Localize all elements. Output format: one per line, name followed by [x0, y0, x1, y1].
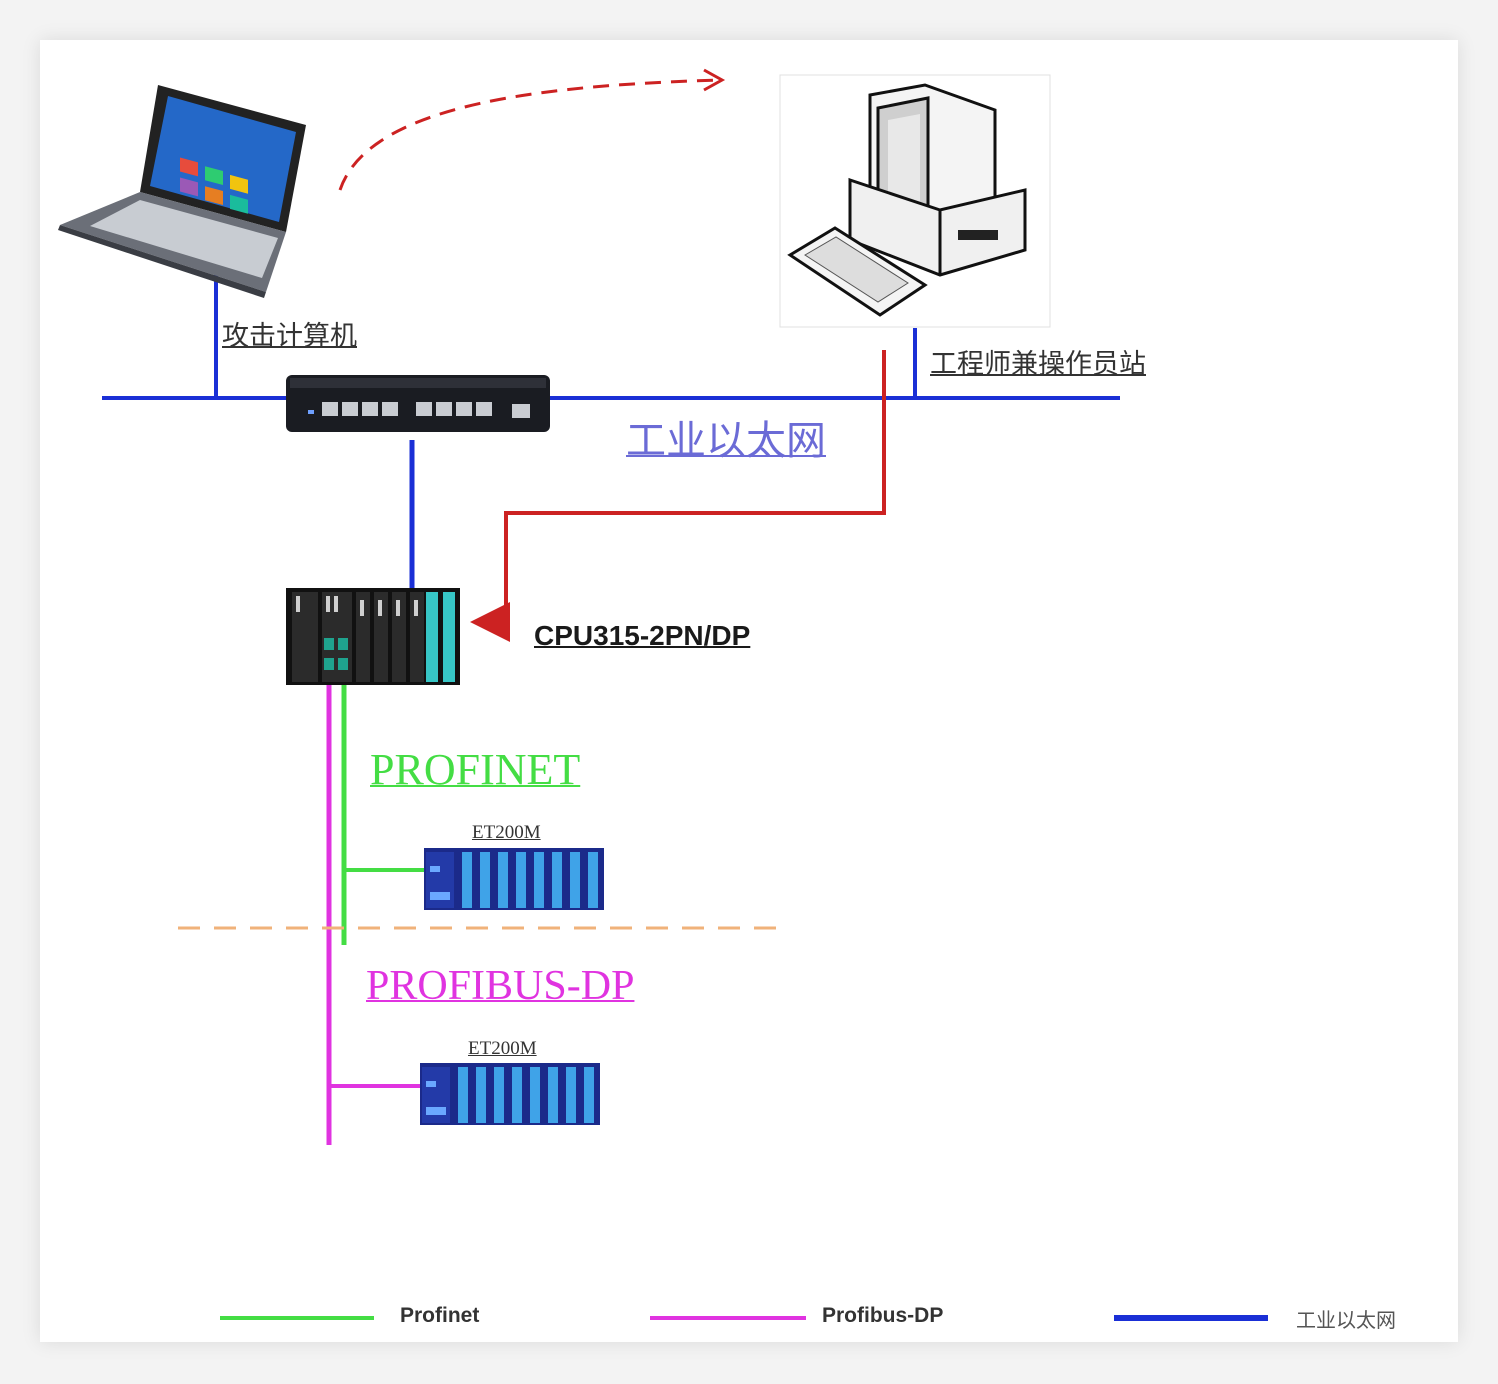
industrial-ethernet-label: 工业以太网 [626, 418, 826, 464]
io-module-rack-icon [424, 848, 604, 910]
legend-label-profibus: Profibus-DP [822, 1304, 944, 1327]
network-diagram: 攻击计算机 工程师兼操作员站 工业以太网 CPU315-2PN/DP PROFI… [40, 40, 1458, 1342]
network-switch-icon [286, 375, 550, 432]
io-module-rack-icon [420, 1063, 600, 1125]
plc-rack-icon [286, 588, 460, 685]
attack-path-to-cpu [470, 350, 886, 642]
et200m-label-1: ET200M [472, 822, 541, 843]
diagram-graphics [58, 68, 1268, 1321]
attack-arrowhead-open [703, 68, 726, 92]
attack-dashed-arrow [338, 78, 721, 191]
desktop-computer-icon [779, 74, 1051, 328]
legend-label-ethernet: 工业以太网 [1296, 1308, 1396, 1332]
engineer-station-label: 工程师兼操作员站 [930, 349, 1146, 380]
cpu-label: CPU315-2PN/DP [534, 620, 751, 651]
profinet-label: PROFINET [370, 745, 581, 794]
legend-label-profinet: Profinet [400, 1304, 480, 1327]
profibus-label: PROFIBUS-DP [366, 963, 635, 1009]
et200m-label-2: ET200M [468, 1038, 537, 1059]
attacker-label: 攻击计算机 [222, 321, 357, 352]
laptop-icon [58, 85, 306, 298]
